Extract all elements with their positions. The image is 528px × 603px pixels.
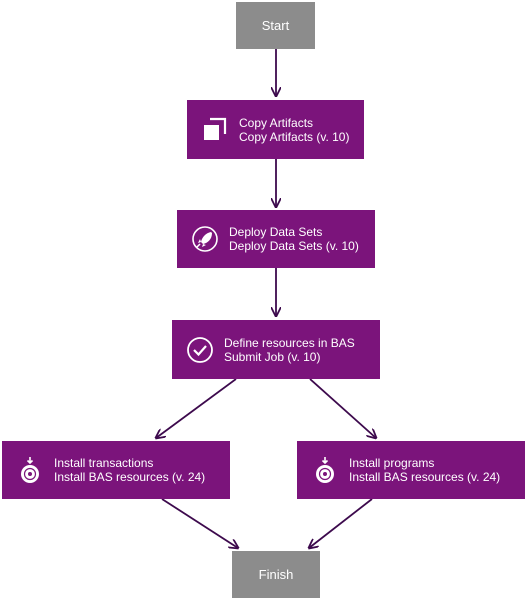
install-programs-subtitle: Install BAS resources (v. 24) [349, 470, 501, 484]
edge-define-transactions [156, 378, 237, 438]
edge-programs-finish [309, 498, 373, 548]
rocket-icon [191, 225, 219, 253]
install-disc-icon [311, 456, 339, 484]
edge-define-programs [309, 378, 376, 438]
finish-node[interactable]: Finish [232, 551, 320, 598]
copy-icon [201, 116, 229, 144]
define-resources-node[interactable]: Define resources in BAS Submit Job (v. 1… [172, 320, 380, 379]
install-programs-title: Install programs [349, 456, 435, 470]
start-node[interactable]: Start [236, 2, 315, 49]
install-programs-node[interactable]: Install programs Install BAS resources (… [297, 441, 525, 499]
edge-transactions-finish [161, 498, 238, 548]
deploy-data-sets-node[interactable]: Deploy Data Sets Deploy Data Sets (v. 10… [177, 210, 375, 268]
install-transactions-node[interactable]: Install transactions Install BAS resourc… [2, 441, 230, 499]
checkmark-circle-icon [186, 336, 214, 364]
deploy-data-sets-title: Deploy Data Sets [229, 225, 323, 239]
install-transactions-title: Install transactions [54, 456, 154, 470]
finish-label: Finish [258, 566, 294, 582]
deploy-data-sets-subtitle: Deploy Data Sets (v. 10) [229, 239, 359, 253]
copy-artifacts-node[interactable]: Copy Artifacts Copy Artifacts (v. 10) [187, 100, 364, 159]
copy-artifacts-title: Copy Artifacts [239, 115, 314, 130]
define-resources-title: Define resources in BAS [224, 335, 355, 350]
start-label: Start [261, 17, 290, 33]
define-resources-subtitle: Submit Job (v. 10) [224, 349, 321, 364]
install-disc-icon [16, 456, 44, 484]
install-transactions-subtitle: Install BAS resources (v. 24) [54, 470, 206, 484]
copy-artifacts-subtitle: Copy Artifacts (v. 10) [239, 129, 350, 144]
